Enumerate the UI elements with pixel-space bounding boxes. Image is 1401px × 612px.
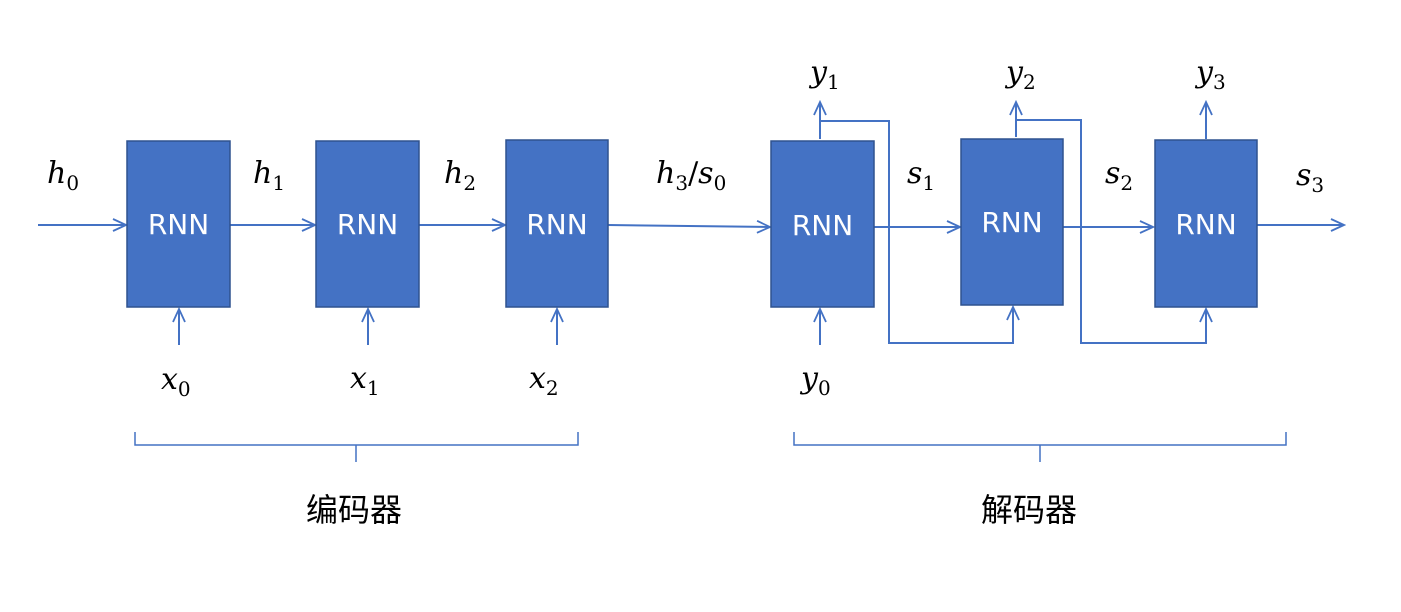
decoder-rnn-1-label: RNN [981,206,1042,239]
feedback-y2-to-dec2 [1016,119,1206,344]
label-x2: x2 [529,361,559,400]
label-h0: h0 [47,156,79,195]
encoder-rnn-1: RNN [315,140,420,308]
label-x0: x0 [161,362,191,401]
decoder-brace [793,432,1287,462]
encoder-rnn-0: RNN [126,140,231,308]
label-h3-s0: h3/s0 [656,156,726,195]
encoder-brace [134,432,579,462]
encoder-rnn-2-label: RNN [526,208,587,241]
encoder-rnn-2: RNN [505,139,609,308]
decoder-rnn-2-label: RNN [1175,208,1236,241]
label-y1: y1 [808,55,840,94]
decoder-rnn-1: RNN [960,138,1064,306]
label-h2: h2 [444,156,476,195]
label-s3: s3 [1296,158,1324,197]
label-x1: x1 [350,361,380,400]
decoder-rnn-0: RNN [770,140,875,308]
encoder-rnn-1-label: RNN [337,208,398,241]
decoder-label: 解码器 [981,491,1077,529]
encoder-label: 编码器 [306,491,402,529]
decoder-rnn-2: RNN [1154,139,1258,308]
decoder-rnn-0-label: RNN [792,209,853,242]
encoder-rnn-0-label: RNN [148,208,209,241]
label-h1: h1 [253,156,285,195]
label-y3: y3 [1194,55,1226,94]
arrow-h3-s0 [607,225,770,227]
feedback-y1-to-dec1 [820,120,1013,344]
label-s1: s1 [907,156,935,195]
label-s2: s2 [1105,156,1133,195]
label-y2: y2 [1004,55,1036,94]
label-y0: y0 [799,361,831,400]
